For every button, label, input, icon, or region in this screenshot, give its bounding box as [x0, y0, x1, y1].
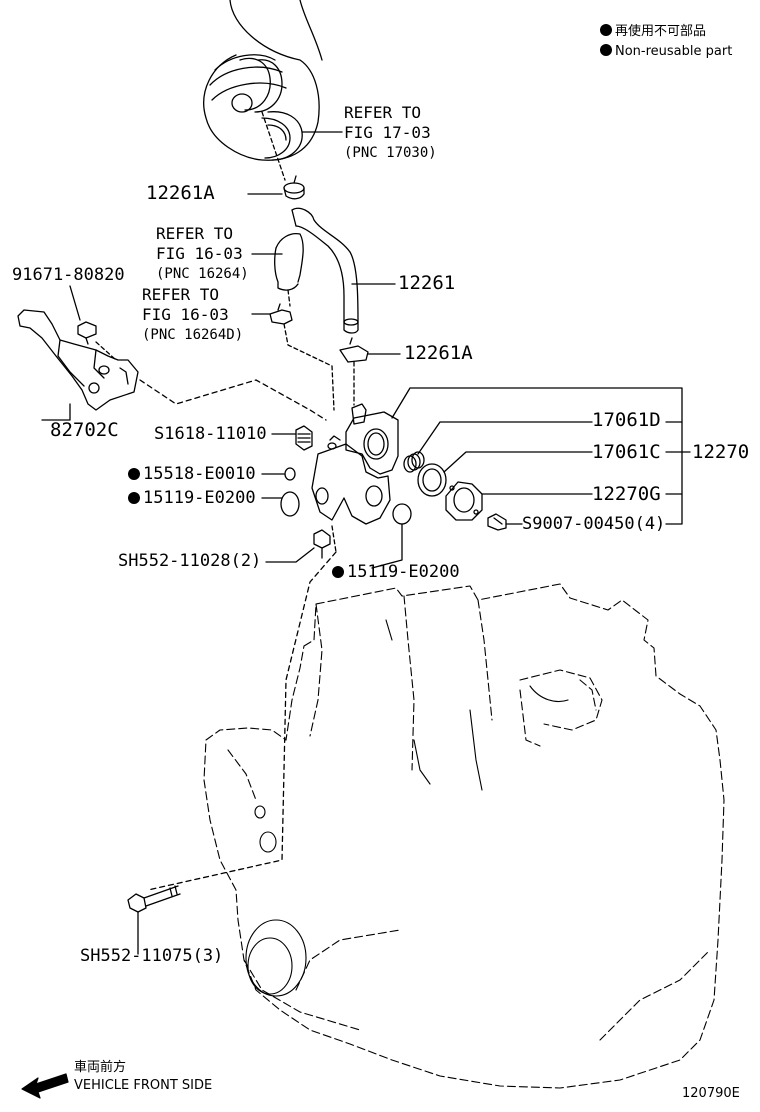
- ref-pnc: (PNC 16264): [156, 266, 249, 282]
- part-label-s1618-11010[interactable]: S1618-11010: [154, 424, 267, 444]
- clamp-12261a-bottom-drawing: [339, 337, 369, 363]
- part-label-12270[interactable]: 12270: [692, 441, 750, 463]
- thermostat-17061c-drawing: [417, 463, 447, 497]
- bolt-sh552-11028-drawing: [313, 529, 331, 559]
- legend-jp: 再使用不可部品: [600, 22, 706, 42]
- part-label-12261a-top[interactable]: 12261A: [146, 182, 215, 204]
- vehicle-front-jp: 車両前方: [74, 1060, 127, 1075]
- ref-line1: REFER TO: [142, 285, 220, 304]
- non-reusable-dot-icon: [600, 44, 612, 56]
- leader-17061c: [443, 451, 593, 473]
- ref-fig-17-03[interactable]: REFER TO FIG 17-03 (PNC 17030): [344, 103, 437, 163]
- part-label-sh552-11075[interactable]: SH552-11075(3): [80, 946, 224, 966]
- engine-details-drawing: [245, 619, 569, 997]
- leader-91671: [69, 285, 81, 321]
- hose-16264-drawing: [274, 232, 304, 291]
- part-label-sh552-11028[interactable]: SH552-11028(2): [118, 551, 262, 571]
- vehicle-front-arrow-icon: [21, 1073, 69, 1099]
- ref-pnc: (PNC 16264D): [142, 327, 244, 343]
- part-label-s9007-00450[interactable]: S9007-00450(4): [522, 514, 666, 534]
- ref-line2: FIG 17-03: [344, 123, 431, 142]
- part-label-15518-e0010[interactable]: 15518-E0010: [128, 464, 256, 484]
- bolt-sh552-11075-drawing: [127, 885, 181, 913]
- non-reusable-dot-icon: [600, 24, 612, 36]
- dash-hose-clamp: [261, 111, 286, 181]
- part-label-12261[interactable]: 12261: [398, 272, 456, 294]
- vehicle-front-en: VEHICLE FRONT SIDE: [74, 1078, 213, 1093]
- stud-s1618-drawing: [295, 425, 313, 451]
- o-ring-15119-left-drawing: [280, 491, 300, 517]
- bolt-s9007-drawing: [487, 513, 507, 531]
- intake-hose-drawing: [203, 0, 323, 161]
- leader-17061d: [417, 421, 593, 455]
- ref-fig-16-03-16264[interactable]: REFER TO FIG 16-03 (PNC 16264): [156, 224, 249, 284]
- figure-id: 120790E: [682, 1086, 740, 1101]
- legend-en: Non-reusable part: [600, 42, 732, 62]
- water-outlet-housing-drawing: [311, 403, 399, 525]
- o-ring-15119-right-drawing: [392, 503, 412, 525]
- ref-line2: FIG 16-03: [156, 244, 243, 263]
- bolt-91671-drawing: [77, 321, 97, 345]
- part-label-15119-e0200-left[interactable]: 15119-E0200: [128, 488, 256, 508]
- non-reusable-dot-icon: [128, 468, 140, 480]
- ref-line1: REFER TO: [156, 224, 234, 243]
- bracket-12270: [391, 387, 683, 525]
- hose-12261-drawing: [291, 207, 359, 334]
- bracket-82702c-drawing: [17, 309, 139, 411]
- leader-82702c: [41, 403, 71, 421]
- ref-line1: REFER TO: [344, 103, 422, 122]
- clamp-16264d-drawing: [269, 303, 293, 325]
- ref-pnc: (PNC 17030): [344, 145, 437, 161]
- clamp-12261a-top-drawing: [283, 175, 305, 200]
- part-label-12261a-bottom[interactable]: 12261A: [404, 342, 473, 364]
- part-label-17061c[interactable]: 17061C: [592, 441, 661, 463]
- part-label-91671-80820[interactable]: 91671-80820: [12, 265, 125, 285]
- non-reusable-dot-icon: [128, 492, 140, 504]
- part-label-82702c[interactable]: 82702C: [50, 419, 119, 441]
- part-label-15119-e0200-right[interactable]: 15119-E0200: [332, 562, 460, 582]
- o-ring-15518-drawing: [284, 467, 296, 481]
- non-reusable-dot-icon: [332, 566, 344, 578]
- ref-fig-16-03-16264d[interactable]: REFER TO FIG 16-03 (PNC 16264D): [142, 285, 243, 345]
- water-inlet-12270g-drawing: [445, 481, 483, 521]
- part-label-17061d[interactable]: 17061D: [592, 409, 661, 431]
- part-label-12270g[interactable]: 12270G: [592, 483, 661, 505]
- spring-17061d-drawing: [403, 451, 425, 473]
- ref-line2: FIG 16-03: [142, 305, 229, 324]
